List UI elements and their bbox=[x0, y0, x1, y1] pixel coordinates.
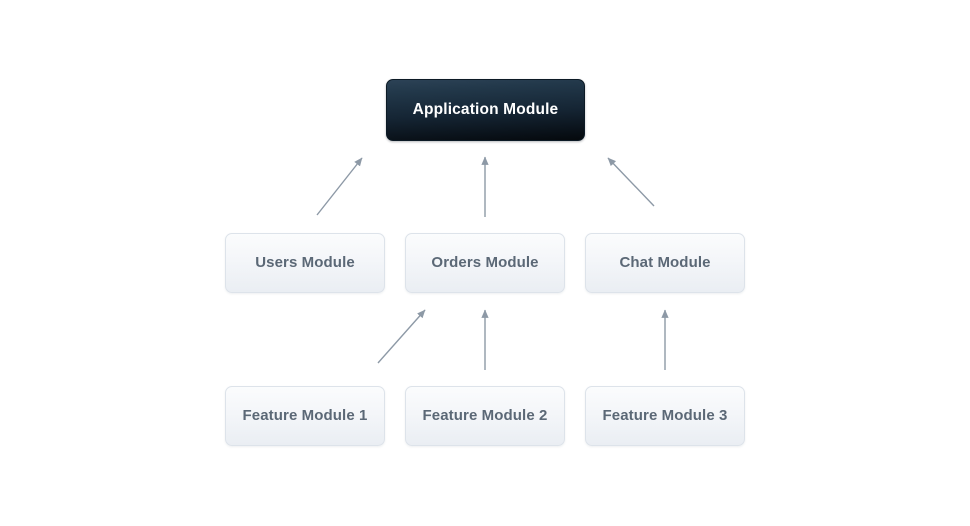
node-application-module[interactable]: Application Module bbox=[386, 79, 585, 141]
node-feature-module-3[interactable]: Feature Module 3 bbox=[585, 386, 745, 446]
node-orders-module[interactable]: Orders Module bbox=[405, 233, 565, 293]
edge-chat-to-application bbox=[607, 157, 655, 207]
node-label-feature-module-1: Feature Module 1 bbox=[242, 407, 368, 424]
edge-users-to-application bbox=[316, 157, 363, 216]
node-label-feature-module-3: Feature Module 3 bbox=[602, 407, 728, 424]
node-label-application-module: Application Module bbox=[412, 100, 559, 118]
node-label-chat-module: Chat Module bbox=[619, 254, 711, 271]
edge-feature1-to-orders bbox=[377, 309, 426, 364]
node-feature-module-2[interactable]: Feature Module 2 bbox=[405, 386, 565, 446]
node-label-orders-module: Orders Module bbox=[431, 254, 539, 271]
node-feature-module-1[interactable]: Feature Module 1 bbox=[225, 386, 385, 446]
node-label-users-module: Users Module bbox=[255, 254, 355, 271]
node-users-module[interactable]: Users Module bbox=[225, 233, 385, 293]
node-label-feature-module-2: Feature Module 2 bbox=[422, 407, 548, 424]
node-chat-module[interactable]: Chat Module bbox=[585, 233, 745, 293]
